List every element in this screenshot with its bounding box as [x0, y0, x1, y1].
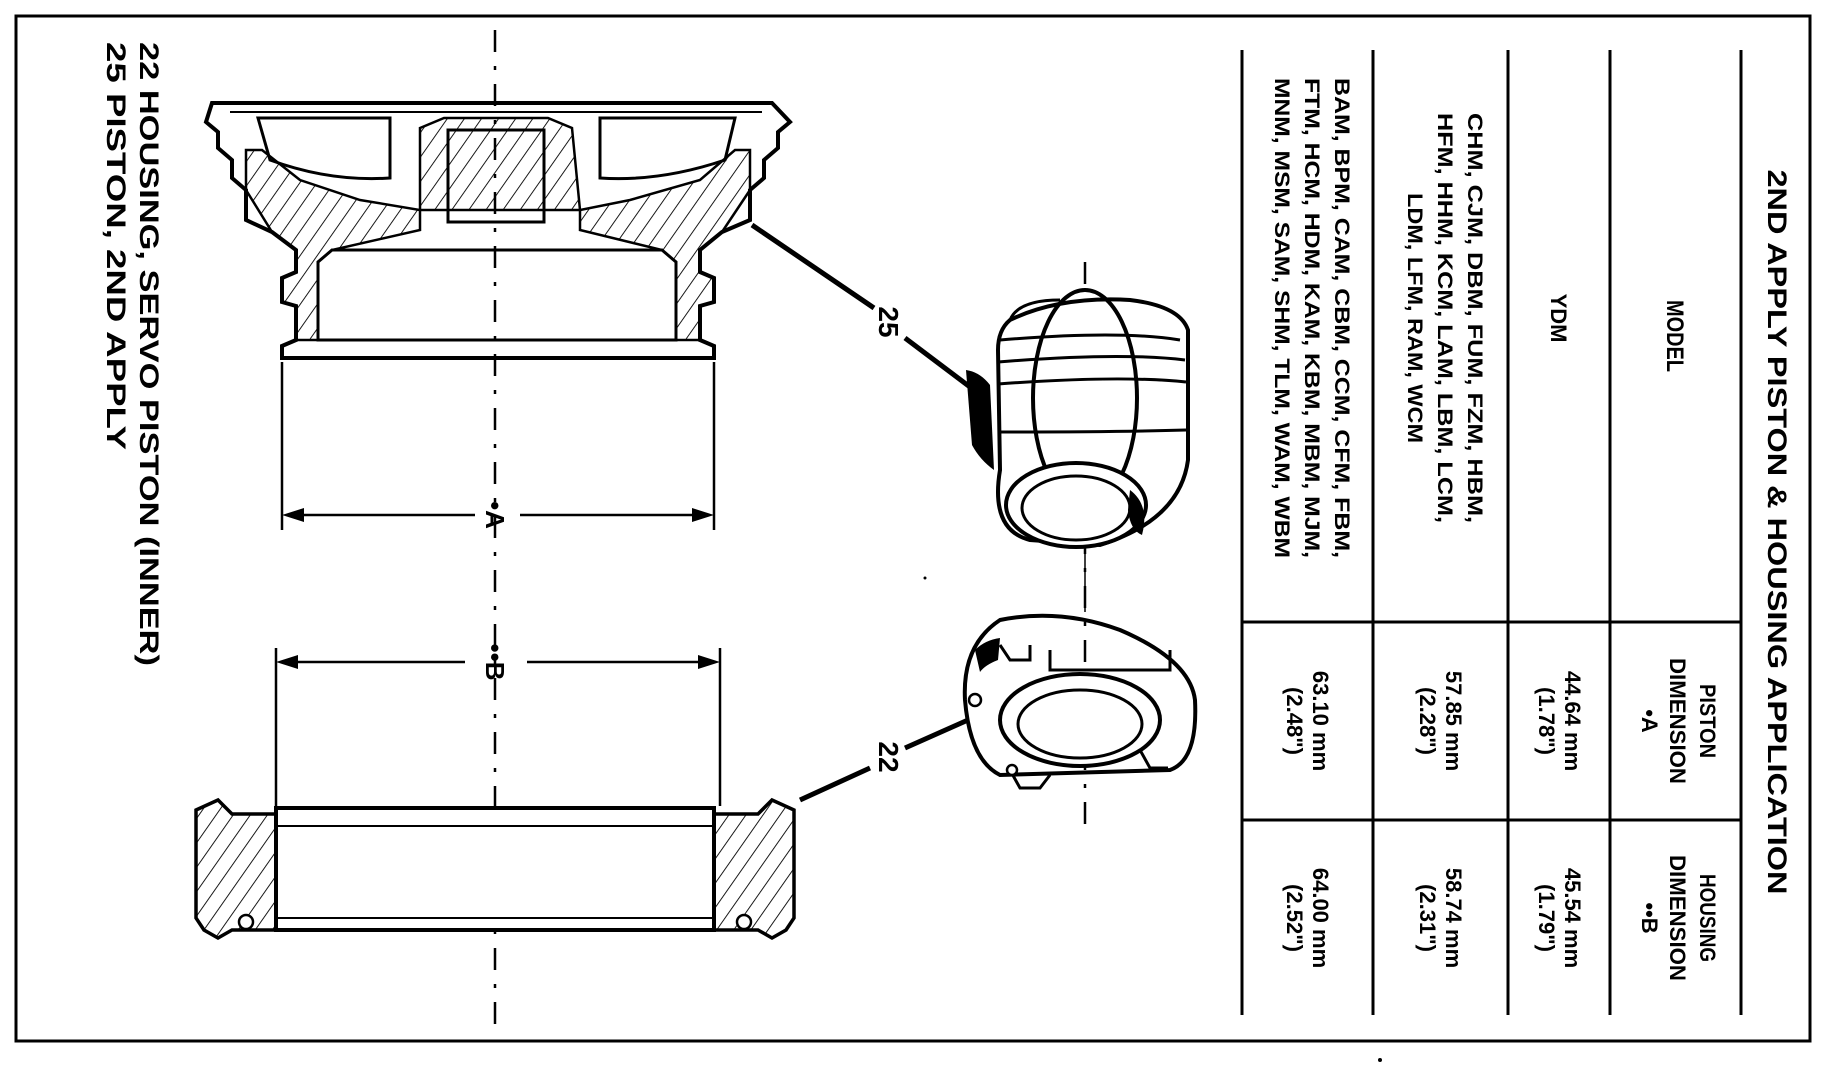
row-1-housing-value: 45.54 mm (1.79") [1534, 868, 1585, 968]
row-3-model: BAM, BPM, CAM, CBM, CCM, CFM, FBM, FTM, … [1270, 78, 1353, 558]
housing-3d-view [962, 613, 1198, 790]
svg-text:44.64 mm: 44.64 mm [1560, 671, 1585, 771]
dimension-b-label: ••B [480, 644, 510, 681]
svg-text:MNM, MSM, SAM, SHM, TLM, WAM,: MNM, MSM, SAM, SHM, TLM, WAM, WBM [1270, 78, 1293, 558]
row-1-piston-value: 44.64 mm (1.78") [1534, 671, 1585, 771]
svg-text:••B: ••B [1637, 902, 1662, 933]
table-grid [1240, 50, 1743, 1015]
table-row: YDM [1546, 294, 1571, 343]
row-3-piston-value: 63.10 mm (2.48") [1282, 671, 1333, 771]
dimension-a [280, 362, 716, 530]
callout-number-25: 25 [873, 306, 904, 337]
svg-text:45.54 mm: 45.54 mm [1560, 868, 1585, 968]
housing-cross-section [194, 797, 796, 941]
scan-speck [1378, 1058, 1382, 1062]
header-model: MODEL [1661, 300, 1688, 372]
header-housing-dimension: HOUSING DIMENSION ••B [1637, 855, 1720, 981]
svg-text:64.00 mm: 64.00 mm [1308, 868, 1333, 968]
svg-text:HOUSING: HOUSING [1695, 874, 1720, 962]
row-2-model: CHM, CJM, DBM, FUM, FZM, HBM, HFM, HHM, … [1403, 113, 1486, 523]
page-frame [14, 14, 1812, 1043]
svg-text:FTM, HCM, HDM, KAM, KBM, MBM,: FTM, HCM, HDM, KAM, KBM, MBM, MJM, [1300, 78, 1323, 558]
svg-text:CHM, CJM, DBM, FUM, FZM, HBM,: CHM, CJM, DBM, FUM, FZM, HBM, [1463, 113, 1486, 523]
table-title: 2ND APPLY PISTON & HOUSING APPLICATION [1762, 169, 1792, 894]
leader-line-25 [750, 222, 876, 311]
svg-text:(2.48"): (2.48") [1282, 687, 1307, 755]
svg-text:PISTON: PISTON [1695, 684, 1720, 758]
svg-text:58.74 mm: 58.74 mm [1441, 868, 1466, 968]
application-table: 2ND APPLY PISTON & HOUSING APPLICATION M… [1240, 50, 1792, 1015]
row-2-piston-value: 57.85 mm (2.28") [1415, 671, 1466, 771]
dimension-b [274, 648, 722, 806]
svg-text:DIMENSION: DIMENSION [1665, 658, 1690, 784]
svg-text:HFM, HHM, KCM, LAM, LBM, LCM,: HFM, HHM, KCM, LAM, LBM, LCM, [1433, 113, 1456, 523]
piston-cross-section [203, 101, 793, 360]
row-1-model: YDM [1546, 294, 1571, 343]
svg-text:•A: •A [1637, 709, 1662, 733]
header-piston-dimension: PISTON DIMENSION •A [1637, 658, 1720, 784]
svg-text:BAM, BPM, CAM, CBM, CCM, CFM,: BAM, BPM, CAM, CBM, CCM, CFM, FBM, [1330, 78, 1353, 558]
svg-text:LDM, LFM, RAM, WCM: LDM, LFM, RAM, WCM [1403, 193, 1426, 443]
leader-line-22b [903, 717, 970, 751]
svg-text:(2.31"): (2.31") [1415, 884, 1440, 952]
svg-text:(1.78"): (1.78") [1534, 687, 1559, 755]
legend-item-22: 22 HOUSING, SERVO PISTON (INNER) [134, 42, 164, 666]
svg-text:57.85 mm: 57.85 mm [1441, 671, 1466, 771]
row-2-housing-value: 58.74 mm (2.31") [1415, 868, 1466, 968]
row-3-housing-value: 64.00 mm (2.52") [1282, 868, 1333, 968]
parts-legend: 22 HOUSING, SERVO PISTON (INNER) 25 PIST… [101, 42, 164, 666]
svg-text:DIMENSION: DIMENSION [1665, 855, 1690, 981]
callout-number-22: 22 [873, 741, 904, 772]
piston-3d-view [966, 288, 1190, 549]
scan-speck-2 [923, 576, 927, 580]
dimension-a-label: •A [480, 501, 510, 529]
leader-line-25b [903, 336, 976, 392]
svg-text:(2.52"): (2.52") [1282, 884, 1307, 952]
legend-item-25: 25 PISTON, 2ND APPLY [101, 42, 131, 450]
svg-text:(1.79"): (1.79") [1534, 884, 1559, 952]
leader-line-22 [798, 765, 872, 803]
svg-text:(2.28"): (2.28") [1415, 687, 1440, 755]
svg-text:63.10 mm: 63.10 mm [1308, 671, 1333, 771]
